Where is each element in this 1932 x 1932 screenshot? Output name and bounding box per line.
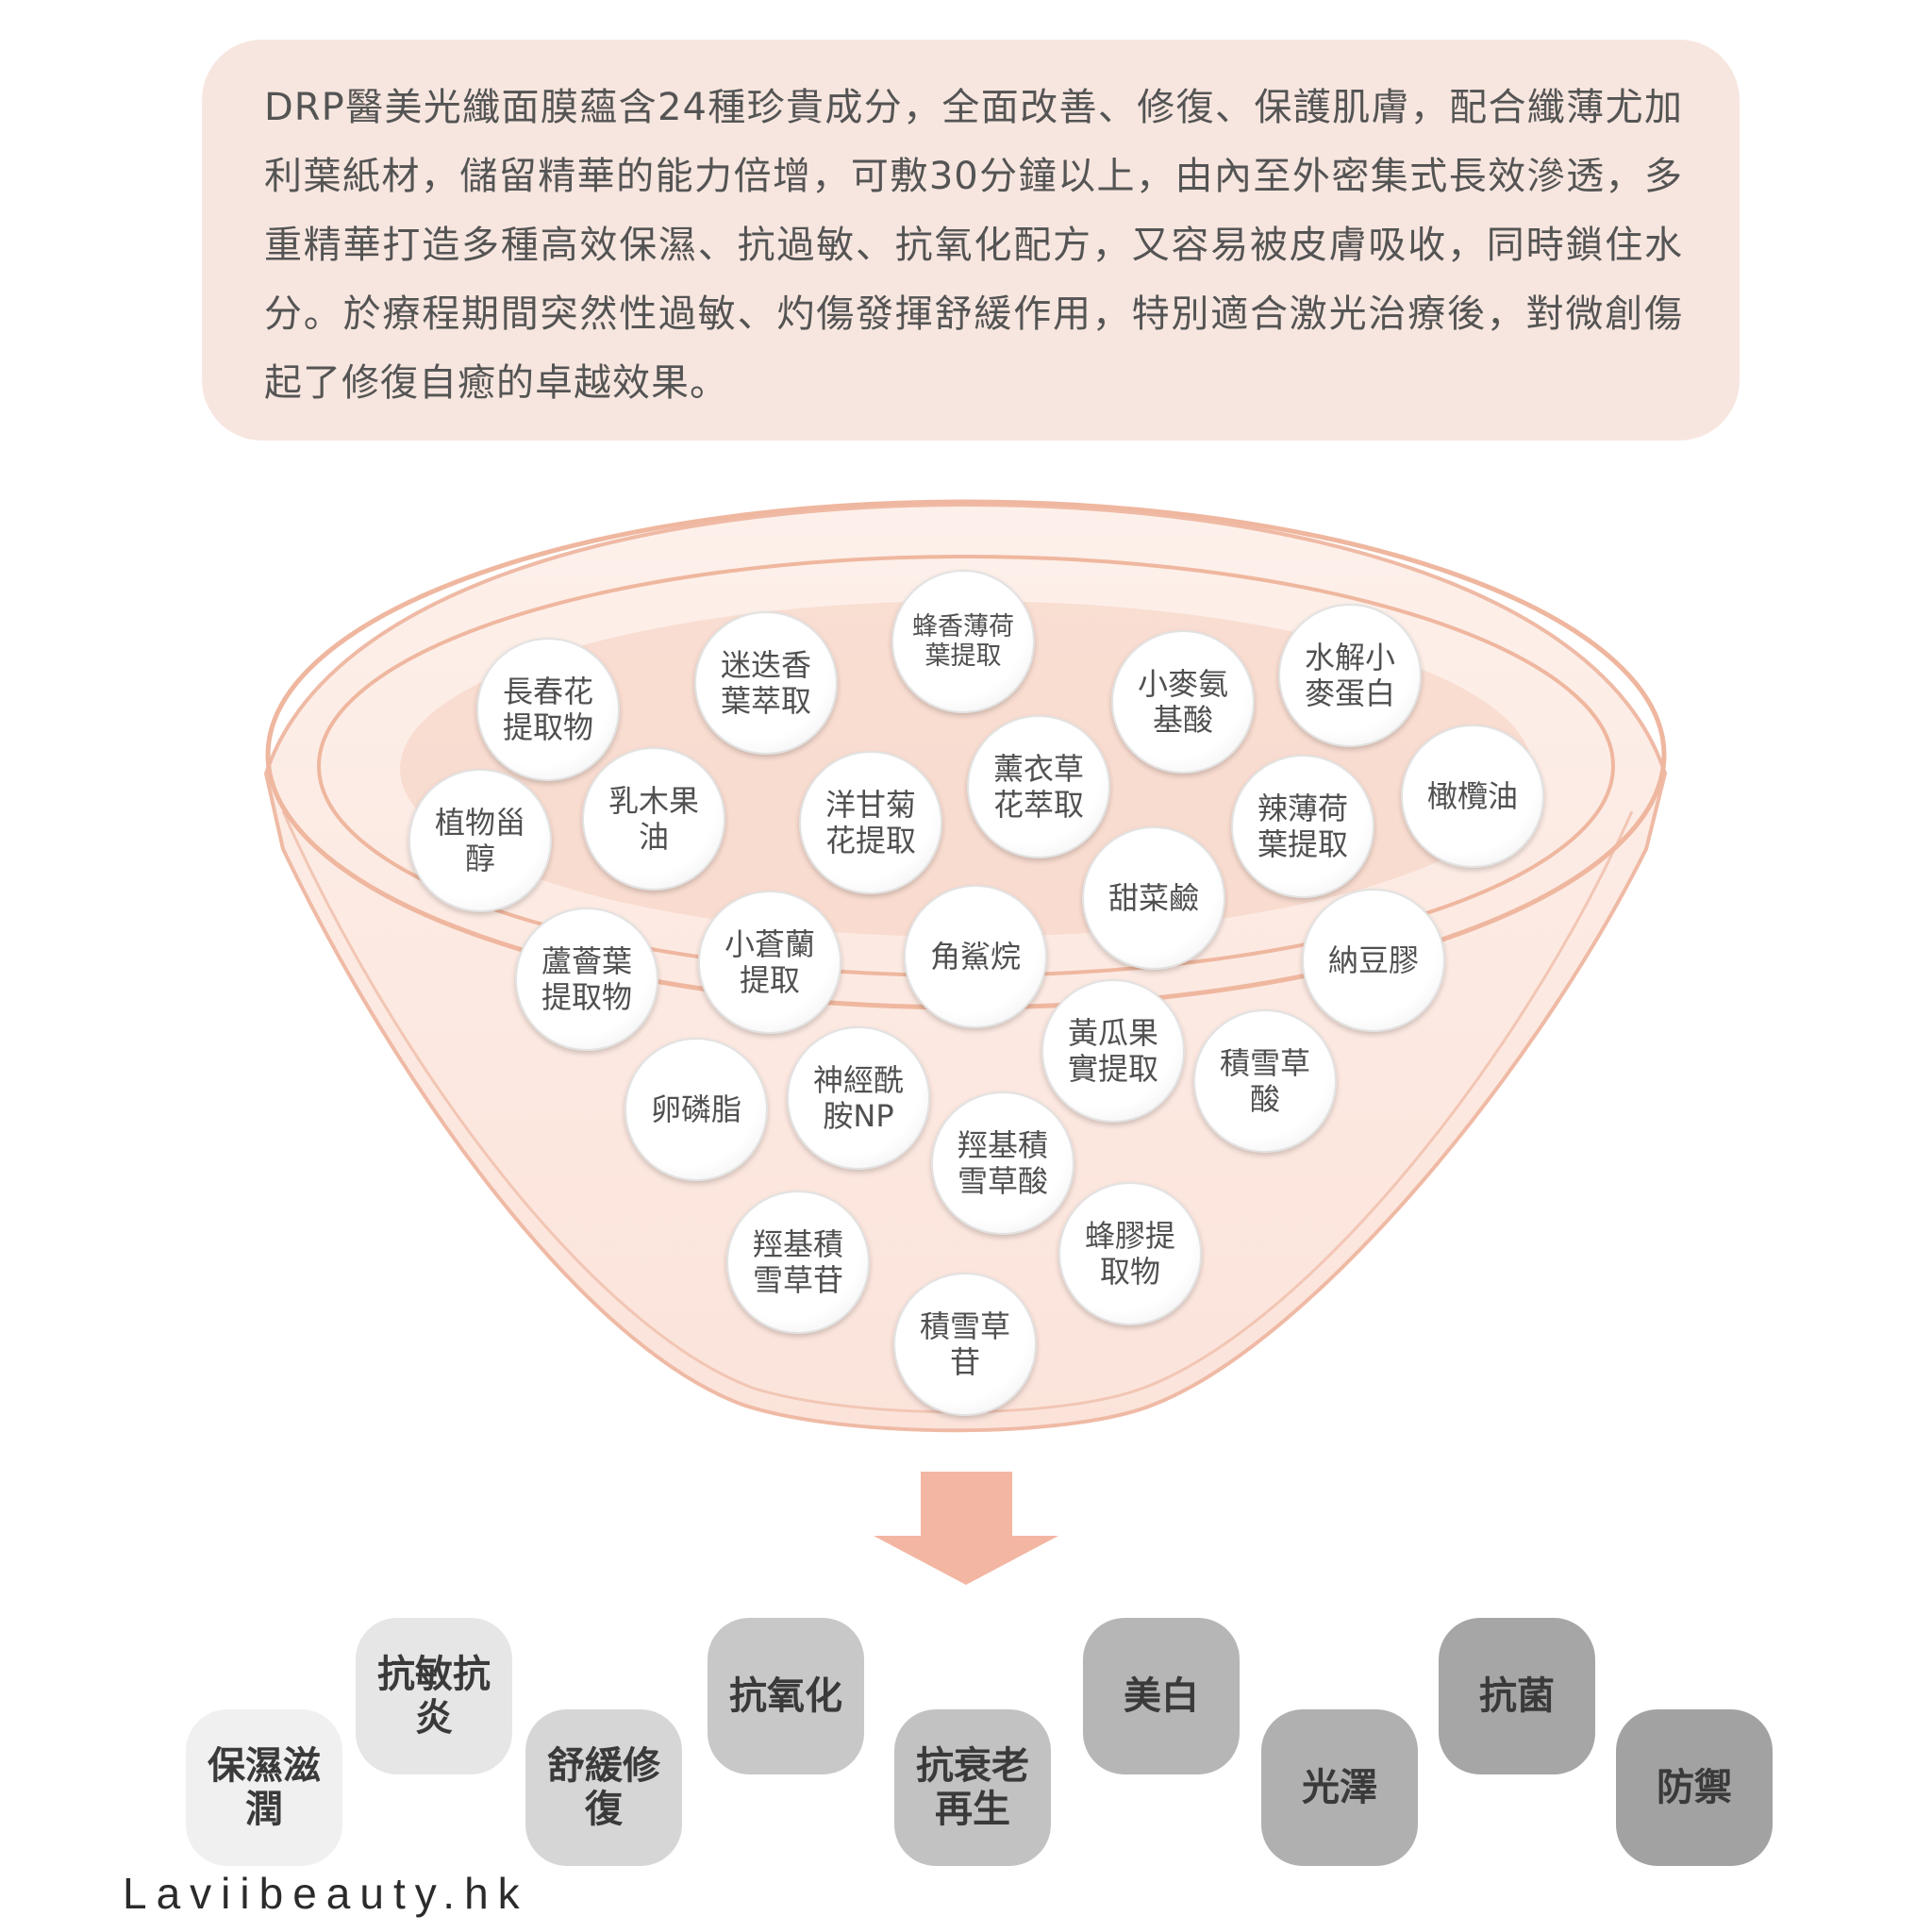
benefit-tile: 保濕滋潤 — [186, 1709, 342, 1866]
ingredient-bubble: 小麥氨基酸 — [1111, 630, 1255, 774]
ingredient-bubble: 蜂香薄荷葉提取 — [891, 570, 1035, 713]
down-arrow — [874, 1472, 1058, 1585]
ingredient-bubble: 蘆薈葉提取物 — [515, 908, 658, 1051]
benefit-tile: 舒緩修復 — [525, 1709, 682, 1866]
benefit-tile: 防禦 — [1616, 1709, 1773, 1866]
ingredient-bubble: 羥基積雪草苷 — [726, 1191, 870, 1334]
ingredient-bubble: 洋甘菊花提取 — [799, 751, 942, 894]
ingredient-bubble: 積雪草酸 — [1193, 1009, 1337, 1153]
ingredient-bubble: 迷迭香葉萃取 — [694, 611, 838, 755]
ingredient-bubble: 植物甾醇 — [408, 769, 552, 912]
ingredient-bubble: 甜菜鹼 — [1082, 826, 1225, 970]
ingredient-bubble: 水解小麥蛋白 — [1278, 604, 1422, 747]
benefit-tile: 抗菌 — [1439, 1618, 1595, 1774]
ingredient-bubble: 卵磷脂 — [625, 1038, 768, 1181]
ingredient-bubble: 積雪草苷 — [893, 1273, 1037, 1416]
ingredient-bubble: 乳木果油 — [582, 747, 725, 891]
benefit-tile: 抗敏抗炎 — [356, 1618, 512, 1774]
ingredient-bubble: 羥基積雪草酸 — [931, 1091, 1074, 1235]
ingredient-bubble: 納豆膠 — [1302, 889, 1445, 1032]
ingredient-bubble: 黃瓜果實提取 — [1041, 979, 1185, 1123]
benefit-tile: 光澤 — [1261, 1709, 1418, 1866]
ingredient-bubble: 小蒼蘭提取 — [698, 891, 841, 1034]
ingredient-bubble: 角鯊烷 — [904, 885, 1047, 1028]
watermark: Laviibeauty.hk — [123, 1869, 529, 1918]
ingredient-bubble: 橄欖油 — [1401, 724, 1544, 868]
ingredient-bubble: 薰衣草花萃取 — [967, 715, 1110, 858]
intro-panel: DRP醫美光纖面膜蘊含24種珍貴成分，全面改善、修復、保護肌膚，配合纖薄尤加利葉… — [202, 40, 1740, 441]
benefit-tile: 抗衰老再生 — [894, 1709, 1051, 1866]
intro-text: DRP醫美光纖面膜蘊含24種珍貴成分，全面改善、修復、保護肌膚，配合纖薄尤加利葉… — [264, 86, 1683, 405]
benefit-tile: 抗氧化 — [708, 1618, 864, 1774]
ingredient-bubble: 神經酰胺NP — [787, 1026, 930, 1170]
ingredient-bubble: 長春花提取物 — [476, 638, 620, 781]
ingredient-bubble: 辣薄荷葉提取 — [1231, 755, 1374, 898]
ingredient-bubble: 蜂膠提取物 — [1058, 1182, 1202, 1325]
benefit-tile: 美白 — [1083, 1618, 1240, 1774]
